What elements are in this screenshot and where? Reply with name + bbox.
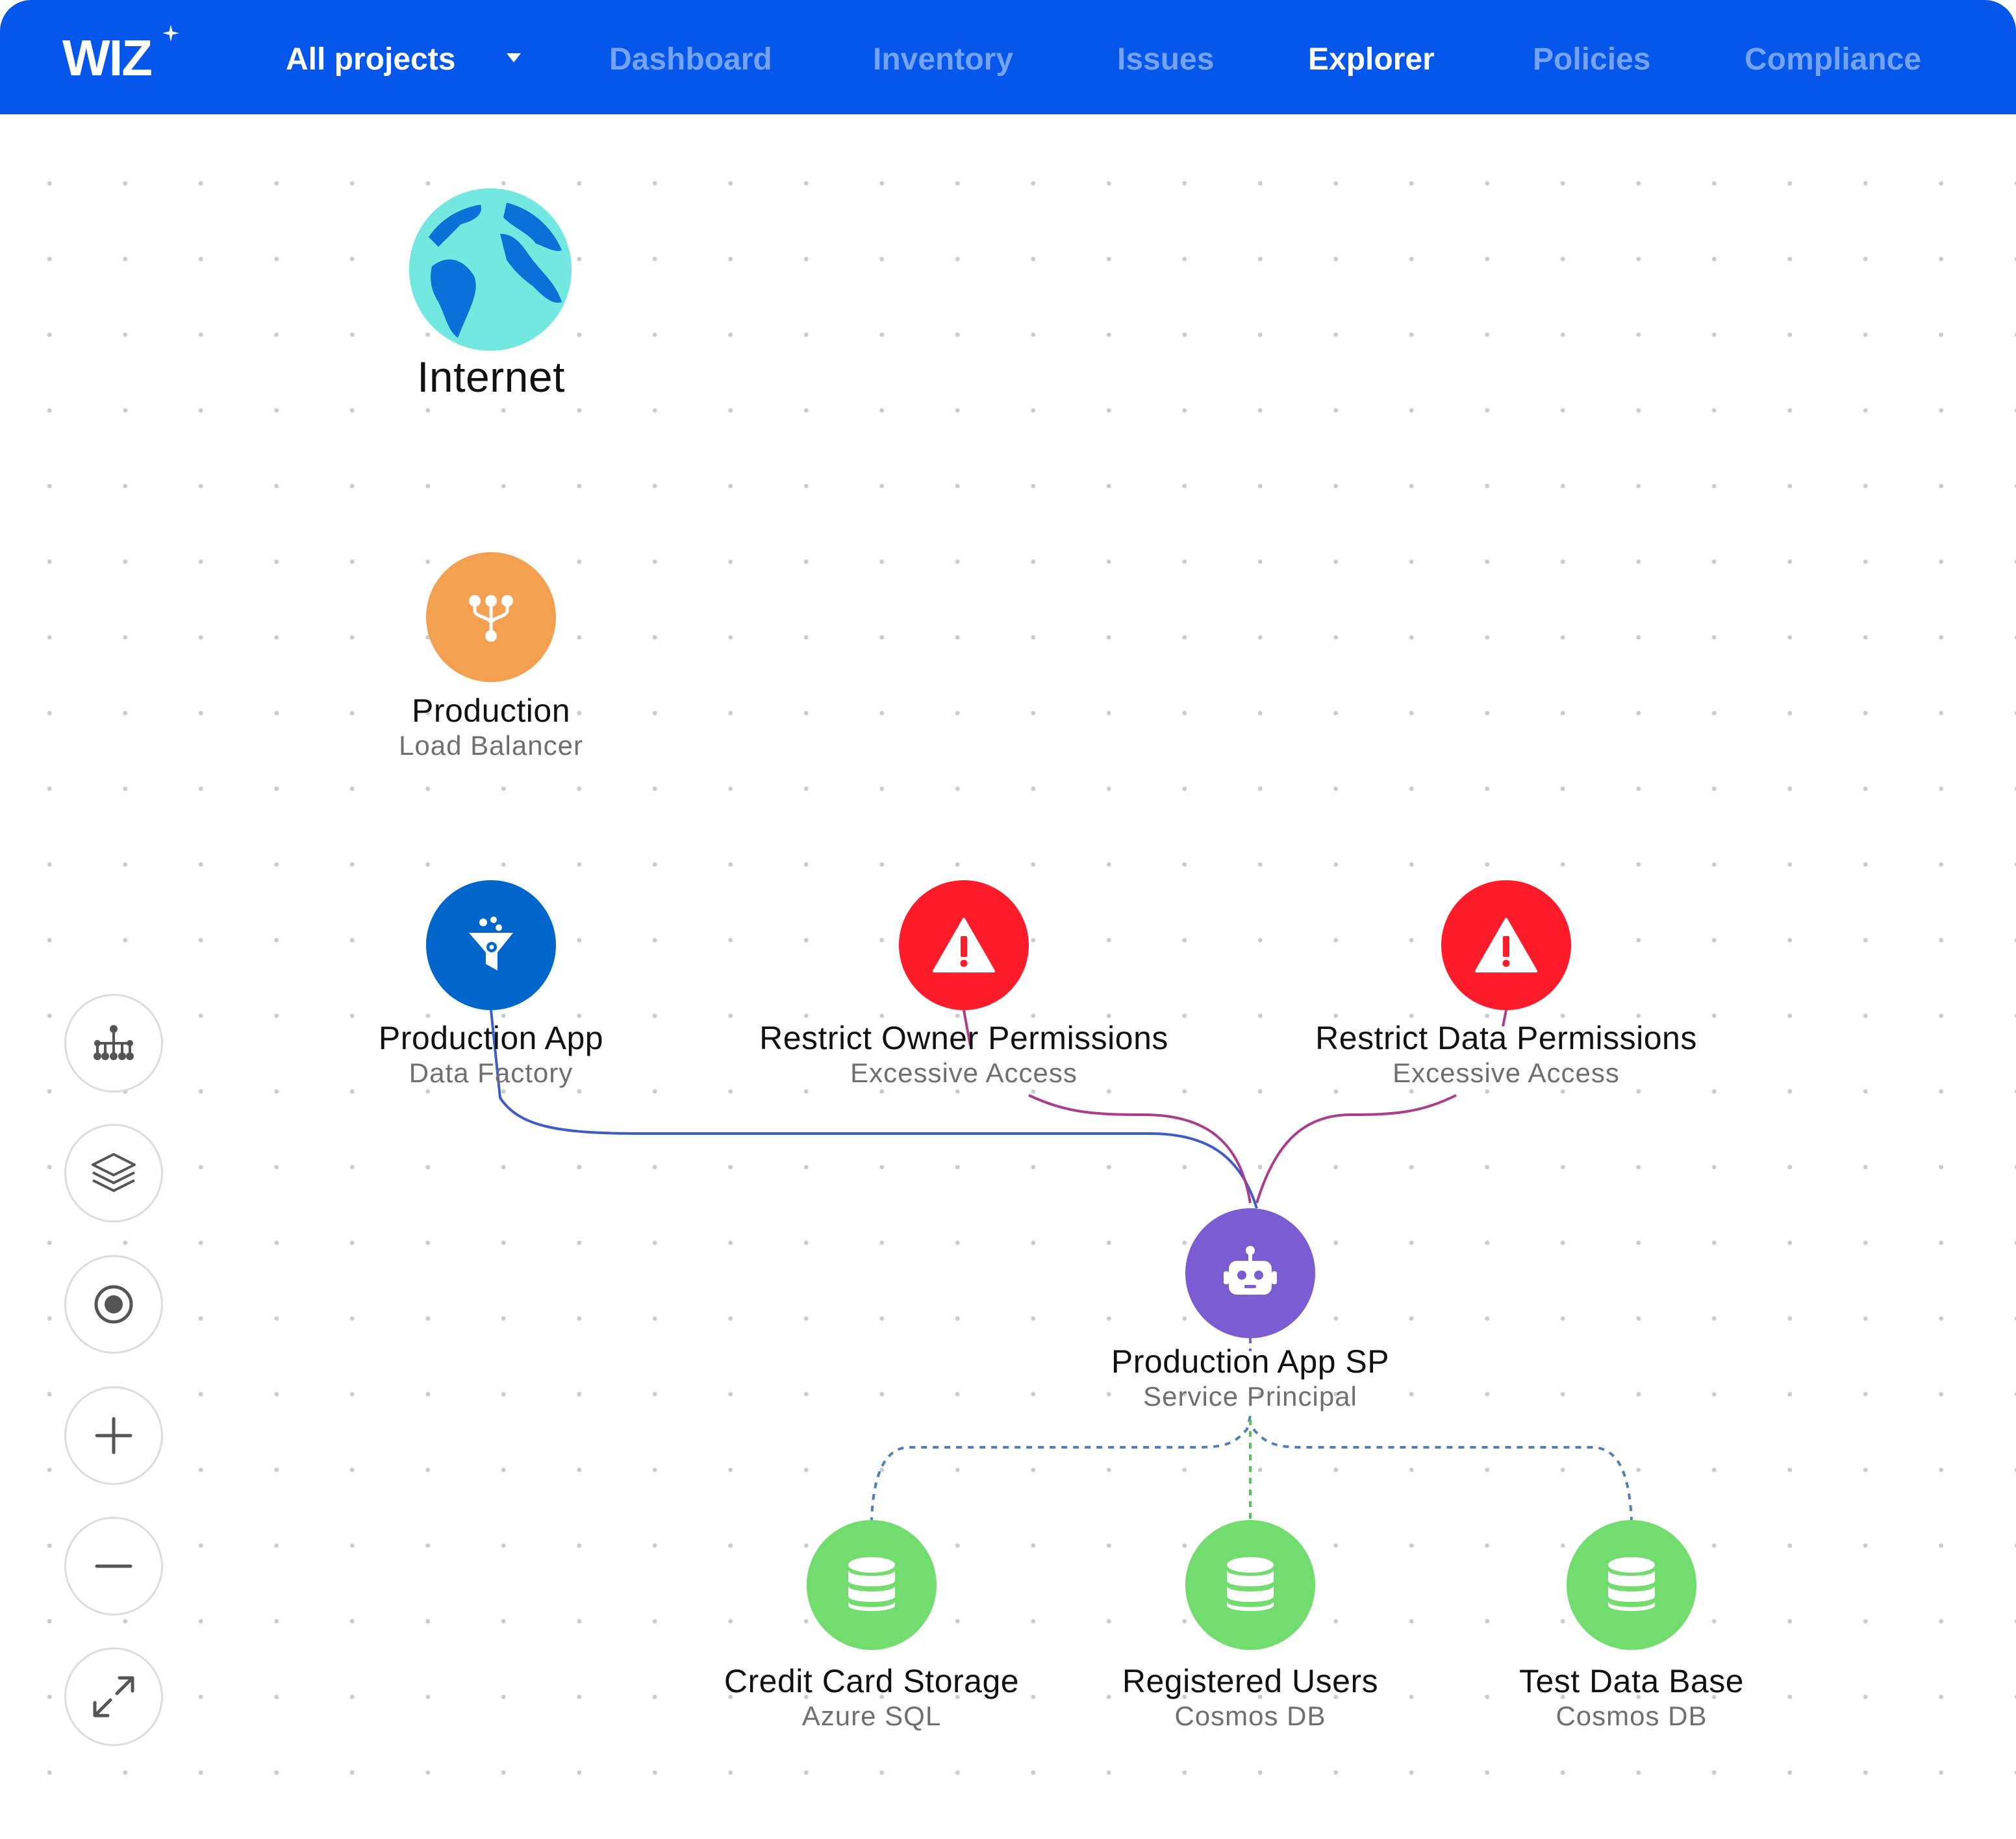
service-principal-label: Production App SP Service Principal [1111,1343,1389,1414]
data-factory-label: Production App Data Factory [379,1020,603,1090]
wiz-logo[interactable]: WIZ [62,29,153,86]
nav-policies[interactable]: Policies [1533,42,1651,77]
node-title: Restrict Data Permissions [1315,1020,1697,1056]
focus-button[interactable] [64,1255,163,1354]
target-icon [94,1285,133,1324]
node-title: Production App [378,1020,604,1056]
zoom-in-button[interactable] [64,1386,163,1485]
logo-sparkle-icon [162,25,179,42]
zoom-out-button[interactable] [64,1517,163,1616]
data-factory-node[interactable] [426,880,556,1010]
load-balancer-icon [469,595,513,642]
edge-datafactory-sp [490,1009,1258,1209]
load-balancer-node[interactable] [426,552,556,682]
node-subtitle: Azure SQL [801,1701,942,1731]
db-test-label: Test Data Base Cosmos DB [1519,1663,1744,1733]
database-icon [848,1557,895,1611]
edge-data-issue-sp [1255,1009,1507,1204]
node-title: Production [411,692,571,729]
plus-icon [95,1417,132,1454]
nav-inventory[interactable]: Inventory [873,42,1014,77]
nav-dashboard[interactable]: Dashboard [609,42,772,77]
nav-explorer[interactable]: Explorer [1308,42,1435,77]
issue-owner-node[interactable] [899,880,1029,1010]
nav-issues[interactable]: Issues [1117,42,1215,77]
node-subtitle: Data Factory [409,1058,573,1088]
data-factory-icon [469,917,513,970]
issue-data-label: Restrict Data Permissions Excessive Acce… [1315,1020,1697,1090]
node-title: Registered Users [1122,1663,1379,1699]
node-title: Restrict Owner Permissions [759,1020,1168,1056]
layers-icon [92,1153,136,1192]
node-subtitle: Load Balancer [399,730,583,761]
project-selector[interactable]: All projects [286,42,456,77]
node-subtitle: Cosmos DB [1174,1701,1326,1731]
database-icon [1227,1557,1274,1611]
db-users-node[interactable] [1185,1520,1315,1650]
load-balancer-label: Production Load Balancer [399,692,583,763]
tree-layout-icon [94,1025,134,1060]
edge-sp-db-test [1252,1428,1633,1521]
layout-tree-button[interactable] [64,994,163,1093]
edge-sp-db-credit [870,1415,1252,1521]
db-users-label: Registered Users Cosmos DB [1122,1663,1378,1733]
internet-label: Internet [417,352,565,401]
db-test-node[interactable] [1567,1520,1696,1650]
node-subtitle: Service Principal [1143,1381,1357,1412]
service-principal-node[interactable] [1185,1208,1315,1338]
edge-owner-issue-sp [963,1009,1252,1204]
node-title: Internet [417,353,565,401]
warning-icon [1475,918,1537,972]
node-title: Credit Card Storage [724,1663,1020,1699]
minus-icon [95,1564,132,1568]
node-subtitle: Excessive Access [1392,1058,1620,1088]
chevron-down-icon[interactable] [507,53,521,64]
warning-icon [933,918,995,972]
node-subtitle: Excessive Access [850,1058,1077,1088]
database-icon [1608,1557,1655,1611]
robot-icon [1224,1246,1277,1295]
db-credit-node[interactable] [807,1520,937,1650]
layers-button[interactable] [64,1124,163,1223]
internet-node[interactable] [409,188,572,351]
globe-icon [409,188,572,351]
node-title: Production App SP [1111,1343,1390,1380]
expand-icon [93,1676,134,1718]
top-navigation-bar: WIZ All projects Dashboard Inventory Iss… [0,0,2016,114]
fullscreen-button[interactable] [64,1647,163,1746]
node-subtitle: Cosmos DB [1556,1701,1707,1731]
db-credit-label: Credit Card Storage Azure SQL [724,1663,1019,1733]
issue-data-node[interactable] [1441,880,1571,1010]
node-title: Test Data Base [1518,1663,1745,1699]
nav-compliance[interactable]: Compliance [1745,42,1922,77]
issue-owner-label: Restrict Owner Permissions Excessive Acc… [759,1020,1168,1090]
